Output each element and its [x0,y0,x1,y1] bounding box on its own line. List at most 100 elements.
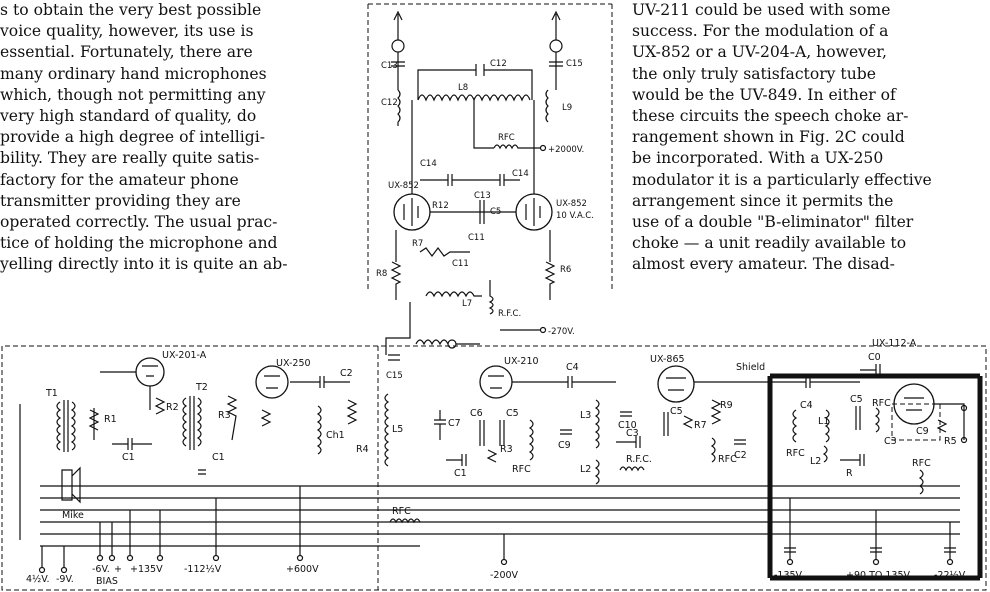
component-label: R4 [356,444,369,455]
text-line: UV-211 could be used with some [632,1,891,19]
cap-label: C13 [474,191,491,201]
resistor-label: R8 [376,269,387,279]
supply-label: -9V. [56,574,74,585]
rfc-label: RFC [392,506,411,517]
component-label: R3 [218,410,231,421]
component-label: C5 [850,394,863,405]
inductor-label: L8 [458,83,468,93]
text-line: the only truly satisfactory tube [632,64,876,83]
tube-ux112a: UX-112-A [872,338,935,425]
rfc-label: RFC [512,464,531,475]
inductor-label: L7 [462,299,472,309]
mic-label: Mike [62,510,84,521]
component-label: L3 [580,410,591,421]
filament-note: 10 V.A.C. [556,211,594,221]
component-label: Ch1 [326,430,345,441]
component-label: T2 [195,382,208,393]
text-line: s to obtain the very best possible [0,1,262,19]
shield-label: Shield [736,362,765,373]
text-line: voice quality, however, its use is [0,22,254,41]
component-label: R5 [944,436,957,447]
text-line: would be the UV-849. In either of [632,85,896,104]
resistor-label: R7 [412,239,423,249]
tube-ux210: UX-210 [479,356,539,399]
text-line: tice of holding the microphone and [0,234,278,253]
resistor-label: R6 [560,265,571,275]
rfc-label: RFC [872,398,891,409]
component-label: L5 [392,424,403,435]
cap-label: C14 [512,169,529,179]
rfc-label: R.F.C. [626,454,652,465]
component-label: C1 [122,452,135,463]
upper-schematic: C13 C12 C15 L9 L8 C12 RFC +2000V. C14 C1… [367,3,613,381]
text-line: these circuits the speech choke ar- [632,107,909,126]
cap-label: C11 [452,259,469,269]
lower-schematic: Shield T1 Mike R1 C1 UX-201-A R2 T2 C1 [1,338,987,591]
component-label: C7 [448,418,461,429]
text-line: operated correctly. The usual prac- [0,213,278,232]
tube-label: UX-201-A [162,350,207,361]
component-label: R3 [500,444,513,455]
component-label: R9 [720,400,733,411]
supply-label: -6V. [92,564,110,575]
inductor-label: C12 [381,98,398,108]
component-label: R1 [104,414,117,425]
cap-label: C15 [566,59,583,69]
supply-label: -112½V [184,564,222,575]
component-label: C4 [566,362,579,373]
component-label: C2 [340,368,353,379]
tube-label: UX-865 [650,354,685,365]
component-label: R7 [694,420,707,431]
rfc-label: RFC [718,454,737,465]
rfc-label: R.F.C. [498,309,521,319]
tube-ux250: UX-250 [255,358,311,399]
text-line: factory for the amateur phone [0,170,239,189]
tube-ux852-right: UX-852 10 V.A.C. [515,193,594,231]
resistor-label: R12 [432,201,449,211]
cap-label: C12 [490,59,507,69]
supply-label: BIAS [96,576,118,587]
text-line: transmitter providing they are [0,191,241,210]
text-line: very high standard of quality, do [0,107,257,126]
component-label: C1 [454,468,467,479]
text-line: bility. They are really quite satis- [0,149,260,168]
component-label: T1 [45,388,58,399]
cap-label: C13 [381,61,398,71]
supply-label: +600V [286,564,319,575]
component-label: C1 [212,452,225,463]
tube-label: UX-210 [504,356,539,367]
supply-label: + [114,564,122,575]
text-line: success. For the modulation of a [632,22,889,41]
component-label: L1 [818,416,829,427]
component-label: C5 [670,406,683,417]
text-line: modulator it is a particularly effective [632,170,932,189]
component-label: C2 [734,450,747,461]
rfc-label: RFC [498,133,515,143]
text-line: almost every amateur. The disad- [632,255,895,274]
component-label: R [846,468,853,479]
rfc-label: RFC [912,458,931,469]
tube-ux201a: UX-201-A [135,350,207,387]
supply-label: -135V. [774,570,804,581]
text-line: choke — a unit readily available to [632,234,907,253]
cap-label: C11 [468,233,485,243]
tube-label: UX-250 [276,358,311,369]
rfc-label: RFC [786,448,805,459]
text-line: arrangement since it permits the [632,191,894,210]
text-line: use of a double "B-eliminator" filter [632,213,914,232]
component-label: C3 [626,428,639,439]
component-label: C6 [470,408,483,419]
component-label: C0 [868,352,881,363]
cap-label: C14 [420,159,437,169]
component-label: C9 [558,440,571,451]
tube-ux865: UX-865 [650,354,695,403]
component-label: C10 [618,420,637,431]
text-line: be incorporated. With a UX-250 [632,149,884,168]
tube-label: UX-112-A [872,338,917,349]
tube-label: UX-852 [388,181,419,191]
component-label: C5 [506,408,519,419]
terminal-label: +2000V. [548,145,584,155]
cap-label: C15 [386,371,403,381]
text-line: yelling directly into it is quite an ab- [0,255,288,274]
